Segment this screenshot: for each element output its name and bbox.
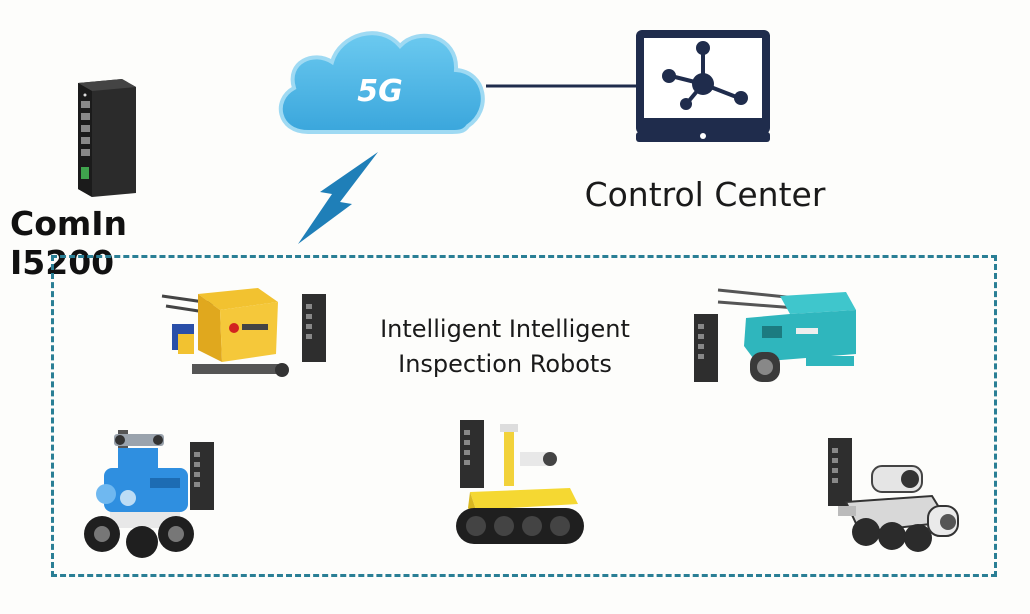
control-center-label: Control Center: [584, 175, 826, 214]
robots-area-border: [51, 255, 997, 577]
switch-device-small-2: [694, 314, 718, 382]
cloud-icon: [278, 31, 485, 134]
robots-title-line1: Intelligent Intelligent: [380, 315, 630, 343]
monitor-network-icon: [636, 30, 770, 142]
industrial-switch-device: [78, 79, 136, 197]
robots-area-title: Intelligent Intelligent Inspection Robot…: [330, 312, 680, 382]
network-5g-label: 5G: [357, 74, 403, 109]
yellow-inspection-robot: [161, 288, 289, 377]
switch-device-small-4: [460, 420, 484, 488]
connection-line: [486, 84, 636, 88]
product-name-label: ComIn I5200: [10, 204, 128, 282]
pipe-crawler-inspection-robot: [838, 465, 959, 552]
blue-wheeled-inspection-robot: [84, 430, 194, 558]
switch-device-small-1: [302, 294, 326, 362]
lightning-bolt-icon: [298, 152, 378, 244]
teal-rail-inspection-robot: [717, 288, 856, 382]
switch-device-small-3: [190, 442, 214, 510]
yellow-tracked-inspection-robot: [456, 424, 584, 544]
switch-device-small-5: [828, 438, 852, 506]
robots-title-line2: Inspection Robots: [398, 350, 612, 378]
